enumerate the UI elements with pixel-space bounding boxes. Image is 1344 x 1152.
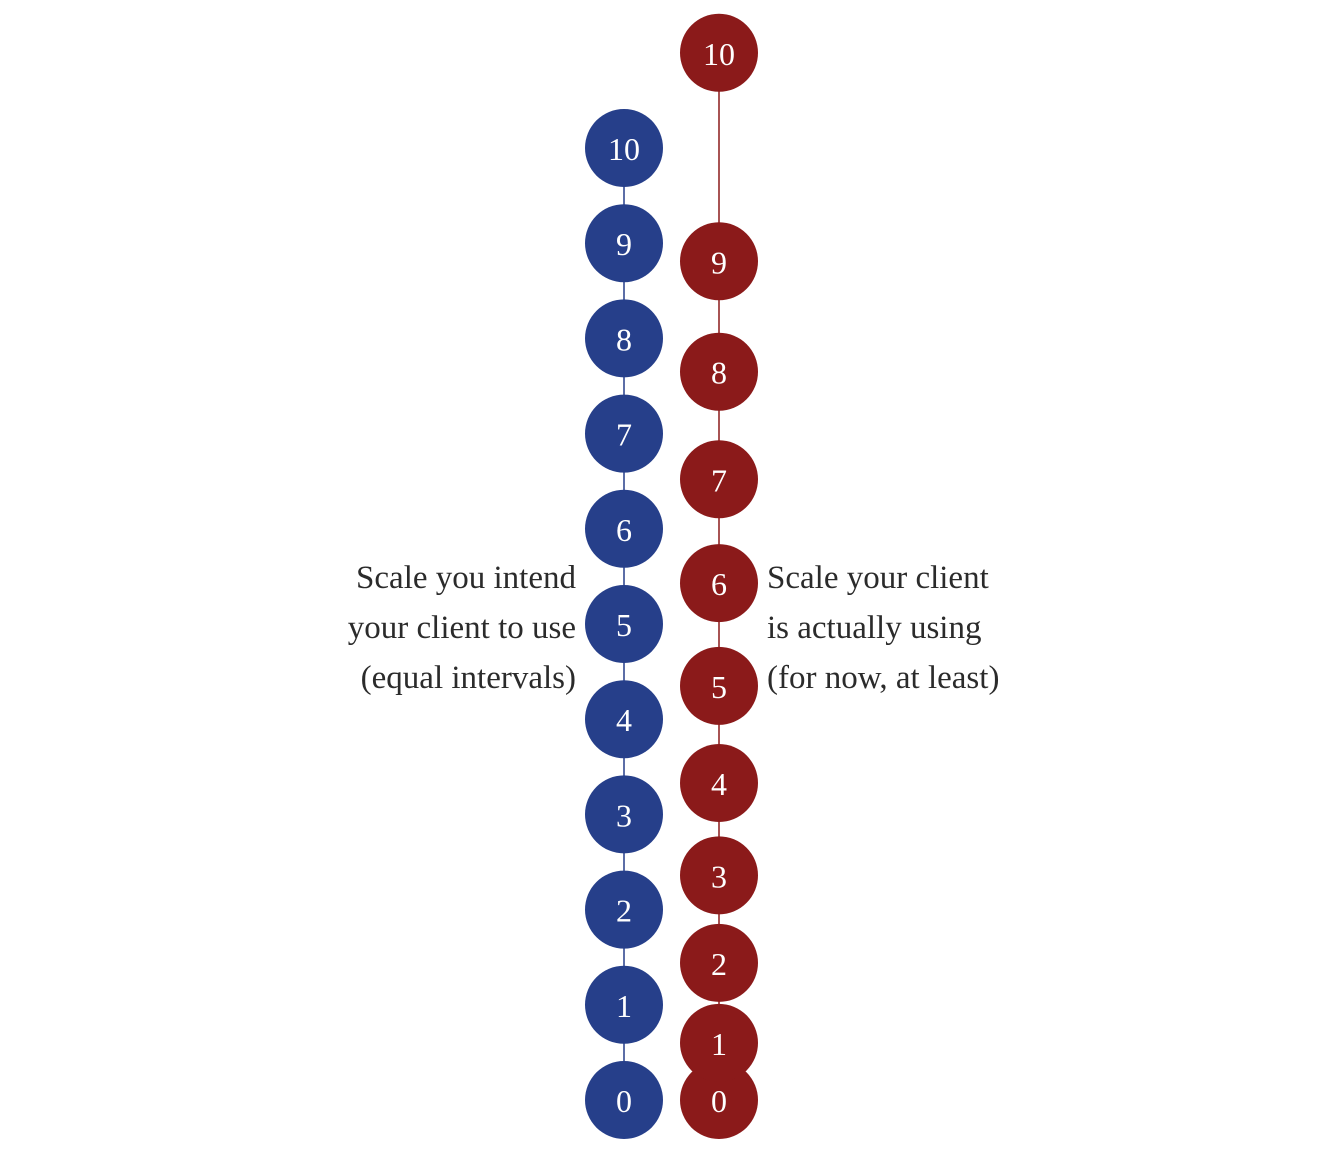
actual-scale-circle <box>680 923 758 1002</box>
intended-scale-circle <box>585 299 663 378</box>
intended-scale-node: 2 <box>585 870 663 949</box>
intended-scale-node: 0 <box>585 1061 663 1139</box>
actual-scale-circle <box>680 13 758 92</box>
intended-scale-node: 5 <box>585 585 663 663</box>
intended-scale-circle <box>585 585 663 663</box>
actual-scale-circle <box>680 836 758 915</box>
actual-scale-caption: Scale your client is actually using (for… <box>767 553 999 703</box>
intended-scale-node-label: 9 <box>616 226 632 262</box>
actual-scale-node-label: 6 <box>711 566 727 602</box>
intended-scale-node: 8 <box>585 299 663 378</box>
actual-scale-node: 2 <box>680 923 758 1002</box>
intended-scale-node-label: 7 <box>616 417 632 453</box>
intended-scale-circle <box>585 394 663 473</box>
intended-scale-circle <box>585 775 663 854</box>
intended-scale-node: 9 <box>585 204 663 283</box>
actual-scale-node-label: 0 <box>711 1083 727 1119</box>
intended-scale-node: 6 <box>585 489 663 568</box>
actual-scale-circle <box>680 440 758 519</box>
intended-scale-node: 1 <box>585 965 663 1044</box>
actual-scale-node: 0 <box>680 1061 758 1139</box>
actual-scale-node: 6 <box>680 544 758 623</box>
intended-scale-caption: Scale you intend your client to use (equ… <box>348 553 576 703</box>
actual-caption-line: (for now, at least) <box>767 660 1000 696</box>
intended-scale-circle <box>585 489 663 568</box>
actual-scale-circle <box>680 332 758 411</box>
actual-scale-node-label: 8 <box>711 355 727 391</box>
intended-scale-node-label: 2 <box>616 893 632 929</box>
intended-scale-node-label: 6 <box>616 512 632 548</box>
intended-caption-line: (equal intervals) <box>360 660 576 696</box>
actual-scale-node: 7 <box>680 440 758 519</box>
intended-scale-circle <box>585 109 663 187</box>
intended-scale-node: 4 <box>585 680 663 759</box>
actual-scale-circle <box>680 1061 758 1139</box>
intended-scale-column: 0 1 2 3 4 5 6 7 8 9 10 <box>585 109 663 1139</box>
actual-scale-node: 1 <box>680 1003 758 1082</box>
actual-scale-node-label: 3 <box>711 858 727 894</box>
intended-scale-node: 7 <box>585 394 663 473</box>
actual-scale-node-label: 1 <box>711 1026 727 1062</box>
actual-scale-node-label: 7 <box>711 462 727 498</box>
intended-scale-node-label: 0 <box>616 1083 632 1119</box>
intended-scale-node-label: 8 <box>616 321 632 357</box>
intended-scale-circle <box>585 204 663 283</box>
intended-scale-circle <box>585 680 663 759</box>
actual-scale-node: 5 <box>680 646 758 725</box>
intended-caption-line: Scale you intend <box>356 560 576 596</box>
actual-scale-column: 0 1 2 3 4 5 6 7 8 9 10 <box>680 13 758 1139</box>
actual-scale-node: 3 <box>680 836 758 915</box>
actual-scale-node-label: 9 <box>711 244 727 280</box>
intended-scale-node-label: 3 <box>616 797 632 833</box>
intended-scale-node-label: 1 <box>616 988 632 1024</box>
actual-scale-node-label: 10 <box>703 36 735 72</box>
actual-caption-line: is actually using <box>767 610 982 646</box>
actual-scale-node-label: 5 <box>711 669 727 705</box>
actual-scale-circle <box>680 646 758 725</box>
actual-scale-circle <box>680 1003 758 1082</box>
actual-scale-circle <box>680 743 758 822</box>
intended-scale-node: 3 <box>585 775 663 854</box>
intended-scale-node-label: 5 <box>616 607 632 643</box>
intended-scale-circle <box>585 1061 663 1139</box>
actual-scale-node: 4 <box>680 743 758 822</box>
actual-scale-node-label: 2 <box>711 946 727 982</box>
intended-caption-line: your client to use <box>347 610 576 646</box>
intended-scale-node-label: 10 <box>608 131 640 167</box>
actual-scale-circle <box>680 544 758 623</box>
actual-scale-node: 8 <box>680 332 758 411</box>
actual-scale-node: 10 <box>680 13 758 92</box>
actual-scale-node: 9 <box>680 222 758 301</box>
intended-scale-node: 10 <box>585 109 663 187</box>
intended-scale-node-label: 4 <box>616 702 632 738</box>
actual-scale-circle <box>680 222 758 301</box>
actual-scale-node-label: 4 <box>711 766 727 802</box>
intended-scale-circle <box>585 870 663 949</box>
actual-caption-line: Scale your client <box>767 560 989 596</box>
intended-scale-circle <box>585 965 663 1044</box>
